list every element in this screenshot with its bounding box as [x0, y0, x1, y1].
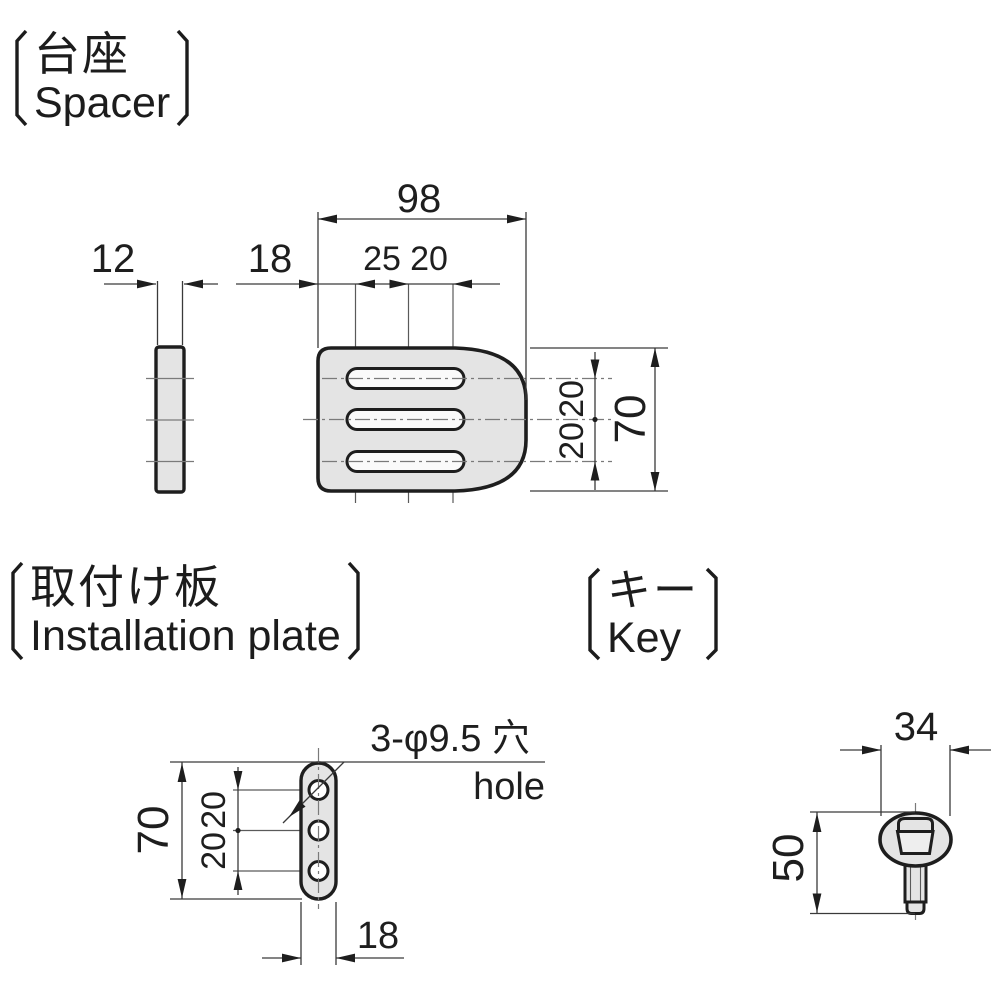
key-stem-inner-lines	[909, 866, 922, 901]
key-title: キー Key	[583, 566, 723, 662]
hole-note-ja: 3-φ9.5 穴	[370, 718, 530, 760]
open-bracket-icon	[15, 29, 28, 127]
open-bracket-icon	[588, 567, 601, 661]
dim-key-height: 50	[764, 834, 813, 883]
spacer-side-centerlines	[146, 377, 194, 463]
spacer-front-view: 98 18 25 20 20 20	[236, 177, 668, 503]
plate-title-ja: 取付け板	[30, 560, 222, 613]
dim-spacer-pitch-top: 20	[553, 380, 591, 418]
dim-spacer-pitch-bottom: 20	[553, 422, 591, 460]
dim-spacer-height: 70	[606, 395, 655, 444]
key-head-cap	[897, 817, 934, 831]
dim-spacer-offset: 18	[248, 237, 293, 281]
dim-spacer-width: 98	[397, 177, 442, 221]
spacer-title-ja: 台座	[34, 27, 130, 80]
close-bracket-icon	[176, 29, 189, 127]
dim-spacer-slot-pitch2: 20	[410, 240, 448, 278]
spacer-side-view: 12	[91, 237, 218, 494]
installation-plate-view: 70 20 20 18 3-φ9.5 穴 hole	[129, 718, 545, 965]
hole-note-en: hole	[473, 766, 545, 808]
installation-plate-title: 取付け板 Installation plate	[6, 560, 365, 662]
plate-title-en: Installation plate	[30, 611, 341, 660]
dim-plate-pitch-bottom: 20	[195, 832, 233, 870]
dim-spacer-slot-pitch1: 25	[363, 240, 401, 278]
close-bracket-icon	[347, 561, 360, 661]
dim-plate-width: 18	[357, 915, 399, 957]
close-bracket-icon	[705, 567, 718, 661]
spacer-title-en: Spacer	[34, 78, 171, 127]
key-head-recess	[895, 830, 935, 855]
dim-spacer-thickness: 12	[91, 237, 136, 281]
key-view: 34 50	[764, 705, 991, 920]
spacer-height-dim	[530, 347, 668, 492]
open-bracket-icon	[11, 561, 24, 661]
spacer-slot-centerlines	[303, 377, 612, 463]
key-stem-tip	[905, 900, 926, 915]
dim-plate-pitch-top: 20	[195, 791, 233, 829]
key-title-en: Key	[607, 613, 682, 662]
key-stem	[903, 862, 928, 904]
spacer-thickness-dim	[104, 281, 218, 345]
key-title-ja: キー	[607, 566, 699, 616]
dim-plate-height: 70	[129, 806, 178, 855]
spacer-width-dim	[317, 212, 527, 400]
dim-key-width: 34	[894, 705, 939, 749]
spacer-title: 台座 Spacer	[10, 28, 194, 128]
plate-height-dim	[170, 761, 545, 900]
